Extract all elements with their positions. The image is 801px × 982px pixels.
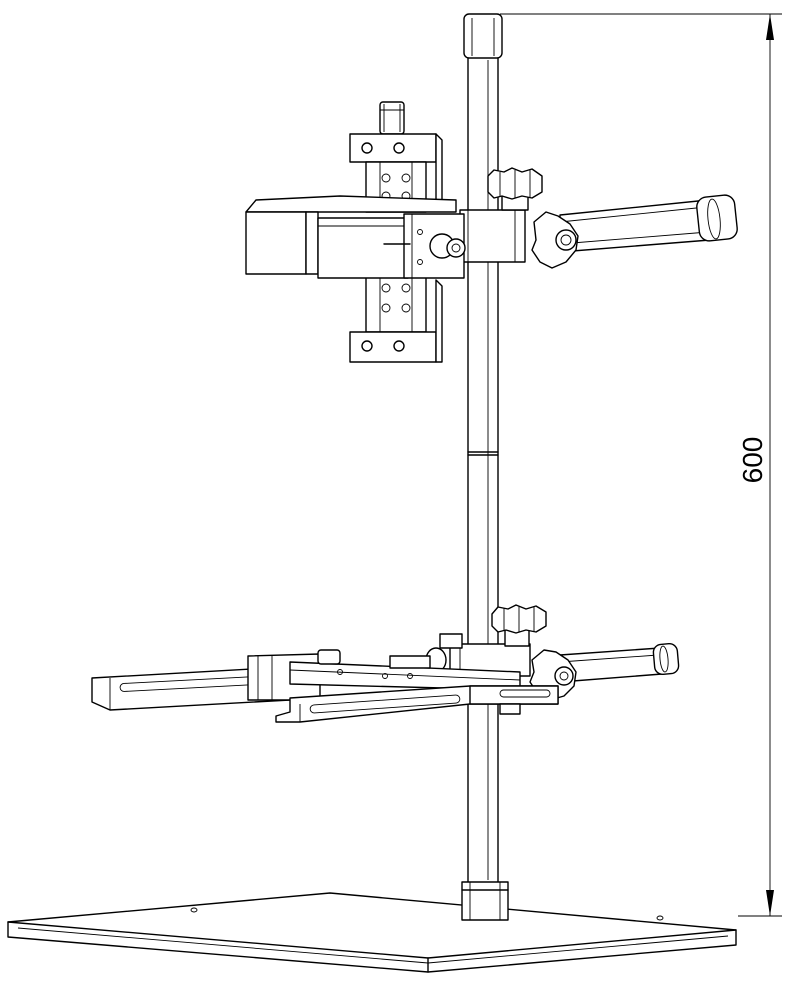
- vertical-column: [467, 39, 499, 886]
- column-base-collar: [461, 881, 509, 921]
- height-dimension: 600: [500, 13, 782, 917]
- column-top-cap: [463, 13, 503, 59]
- base-plate: [7, 892, 737, 973]
- upper-top-knob: [487, 167, 543, 211]
- arrow-up-icon: [766, 14, 774, 40]
- upper-side-knob: [531, 211, 579, 269]
- lower-top-knob: [491, 604, 547, 647]
- lower-slotted-brackets: [91, 649, 559, 723]
- upper-slide-rail: [349, 101, 443, 363]
- dimension-label: 600: [737, 437, 768, 484]
- upper-clamp-block: [459, 209, 526, 263]
- upper-clamp-jaws: [245, 195, 466, 279]
- lower-horizontal-arm: [559, 642, 680, 683]
- upper-horizontal-arm: [559, 194, 738, 253]
- arrow-down-icon: [766, 890, 774, 916]
